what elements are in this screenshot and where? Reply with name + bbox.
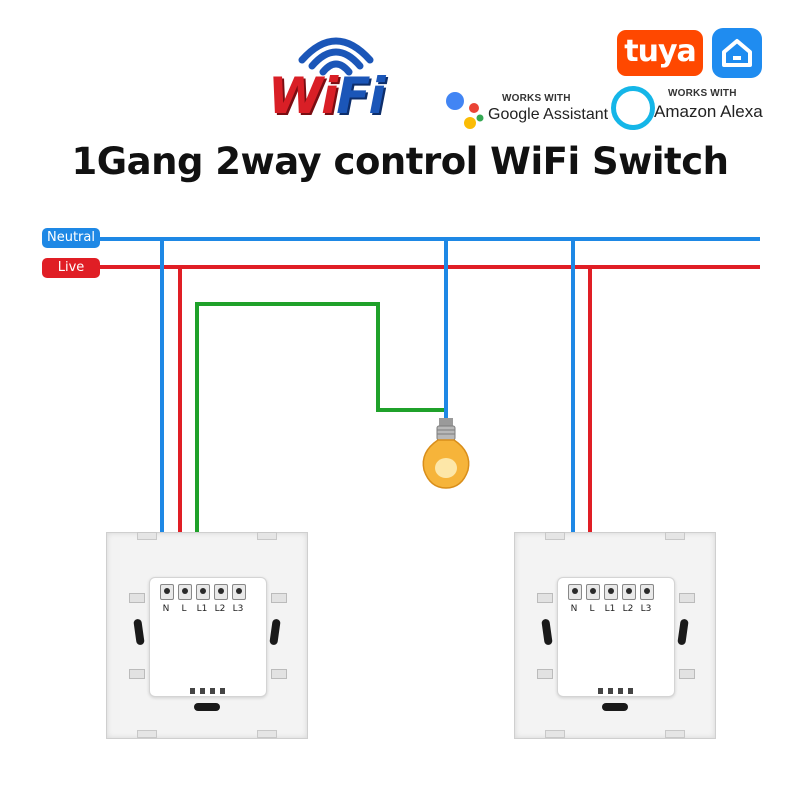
mounting-slot <box>677 618 689 646</box>
plate-clip <box>137 532 157 540</box>
plate-tab <box>129 669 145 679</box>
terminal-label: L1 <box>604 604 616 614</box>
plate-tab <box>679 669 695 679</box>
tuya-logo: tuya <box>617 30 703 76</box>
live-label: Live <box>42 258 100 278</box>
terminal-screw <box>586 584 600 600</box>
plate-clip <box>257 532 277 540</box>
plate-clip <box>665 532 685 540</box>
mounting-slot <box>269 618 281 646</box>
terminal-screw <box>196 584 210 600</box>
wifi-logo: WiFi <box>268 66 392 126</box>
terminal-screw <box>232 584 246 600</box>
mounting-slot <box>541 618 553 646</box>
plate-tab <box>537 593 553 603</box>
page-title: 1Gang 2way control WiFi Switch <box>71 140 729 183</box>
terminal-label: L3 <box>640 604 652 614</box>
mounting-slot <box>133 618 145 646</box>
terminal-screw <box>160 584 174 600</box>
terminal-screw <box>568 584 582 600</box>
left-switch-plate: N L L1 L2 L3 <box>106 532 308 739</box>
switch-module: N L L1 L2 L3 <box>557 577 675 697</box>
wifi-logo-wi: Wi <box>268 67 338 125</box>
plate-tab <box>537 669 553 679</box>
terminal-screw <box>622 584 636 600</box>
plate-tab <box>271 593 287 603</box>
terminal-screw <box>178 584 192 600</box>
google-works-with: WORKS WITH <box>502 93 571 104</box>
terminal-label: L <box>589 604 595 614</box>
module-contact <box>598 688 603 694</box>
plate-tab <box>679 593 695 603</box>
terminal-label: L2 <box>214 604 226 614</box>
load-wire <box>195 302 444 588</box>
module-contact <box>618 688 623 694</box>
plate-clip <box>137 730 157 738</box>
terminal-label: L2 <box>622 604 634 614</box>
mounting-slot <box>194 703 220 711</box>
terminal-label: N <box>162 604 170 614</box>
plate-clip <box>545 532 565 540</box>
module-contact <box>220 688 225 694</box>
right-switch-plate: N L L1 L2 L3 <box>514 532 716 739</box>
terminal-label: L3 <box>232 604 244 614</box>
terminal-label: N <box>570 604 578 614</box>
plate-clip <box>545 730 565 738</box>
terminal-screw <box>640 584 654 600</box>
module-contact <box>210 688 215 694</box>
switch-module: N L L1 L2 L3 <box>149 577 267 697</box>
terminal-label: L1 <box>196 604 208 614</box>
plate-clip <box>665 730 685 738</box>
neutral-label: Neutral <box>42 228 100 248</box>
wifi-logo-fi: Fi <box>336 67 385 125</box>
plate-clip <box>257 730 277 738</box>
amazon-alexa-name: Amazon Alexa <box>654 102 763 121</box>
module-contact <box>190 688 195 694</box>
google-assistant-name: Google Assistant <box>488 106 609 123</box>
smart-home-icon <box>712 28 762 78</box>
module-contact <box>628 688 633 694</box>
plate-tab <box>129 593 145 603</box>
alexa-ring-icon <box>611 86 655 130</box>
light-bulb-icon <box>422 418 470 489</box>
alexa-works-with: WORKS WITH <box>668 88 737 99</box>
wifi-signal-icon <box>298 37 374 76</box>
module-contact <box>608 688 613 694</box>
terminal-screw <box>214 584 228 600</box>
plate-tab <box>271 669 287 679</box>
google-assistant-icon <box>446 92 484 129</box>
terminal-label: L <box>181 604 187 614</box>
module-contact <box>200 688 205 694</box>
terminal-screw <box>604 584 618 600</box>
mounting-slot <box>602 703 628 711</box>
